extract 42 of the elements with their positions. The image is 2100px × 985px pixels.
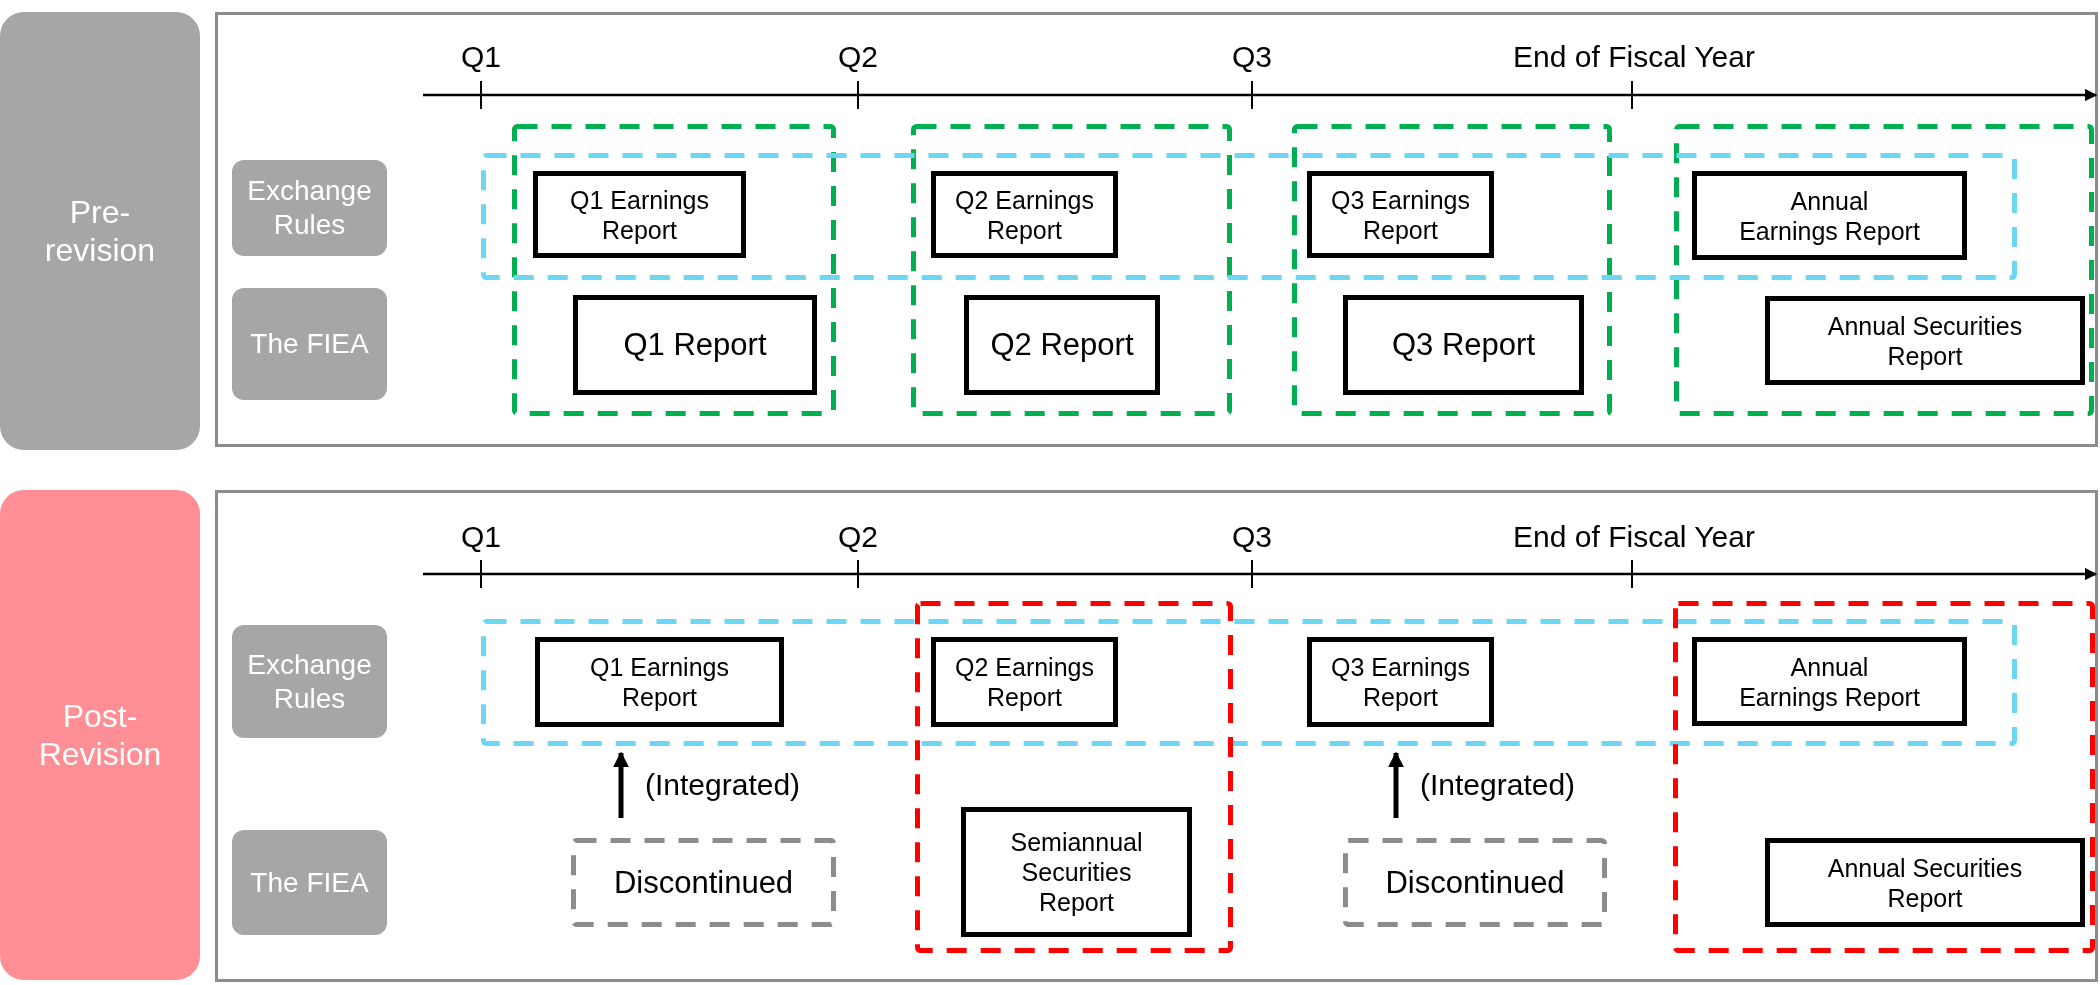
panel-frame xyxy=(215,12,2098,447)
section-band: Post- Revision xyxy=(0,490,200,980)
report-box: Annual Securities Report xyxy=(1765,838,2085,927)
tick-label: Q3 xyxy=(1232,40,1272,74)
report-box: Q2 Earnings Report xyxy=(931,171,1118,258)
dashed-group-frame xyxy=(481,153,2017,280)
dashed-group-frame xyxy=(1673,601,2095,953)
row-label: The FIEA xyxy=(232,288,387,400)
report-box: Q3 Earnings Report xyxy=(1307,637,1494,727)
tick-label: End of Fiscal Year xyxy=(1513,520,1755,554)
report-box: Annual Earnings Report xyxy=(1692,171,1967,260)
tick-label: Q2 xyxy=(838,40,878,74)
dashed-group-frame xyxy=(481,619,2017,746)
section-band: Pre- revision xyxy=(0,12,200,450)
tick-label: Q1 xyxy=(461,520,501,554)
panel-frame xyxy=(215,490,2098,982)
report-box: Q2 Report xyxy=(964,295,1160,395)
report-box: Annual Earnings Report xyxy=(1692,637,1967,726)
tick-label: Q1 xyxy=(461,40,501,74)
dashed-group-frame xyxy=(512,124,836,416)
report-box: Q1 Report xyxy=(573,295,817,395)
row-label: Exchange Rules xyxy=(232,625,387,738)
report-box: Q3 Earnings Report xyxy=(1307,171,1494,258)
dashed-group-frame xyxy=(1292,124,1612,416)
report-box: Annual Securities Report xyxy=(1765,296,2085,385)
dashed-box: Discontinued xyxy=(571,838,836,927)
arrow xyxy=(613,751,629,818)
report-box: Q1 Earnings Report xyxy=(535,637,784,727)
arrow xyxy=(1388,751,1404,818)
row-label: Exchange Rules xyxy=(232,160,387,256)
tick-label: Q3 xyxy=(1232,520,1272,554)
dashed-group-frame xyxy=(915,601,1233,953)
report-box: Q1 Earnings Report xyxy=(533,171,746,258)
report-box: Q2 Earnings Report xyxy=(931,637,1118,727)
report-box: Semiannual Securities Report xyxy=(961,807,1192,937)
dashed-group-frame xyxy=(911,124,1232,416)
tick-label: End of Fiscal Year xyxy=(1513,40,1755,74)
row-label: The FIEA xyxy=(232,830,387,935)
dashed-group-frame xyxy=(1674,124,2094,416)
report-box: Q3 Report xyxy=(1343,295,1584,395)
dashed-box: Discontinued xyxy=(1343,838,1607,927)
tick-label: Q2 xyxy=(838,520,878,554)
